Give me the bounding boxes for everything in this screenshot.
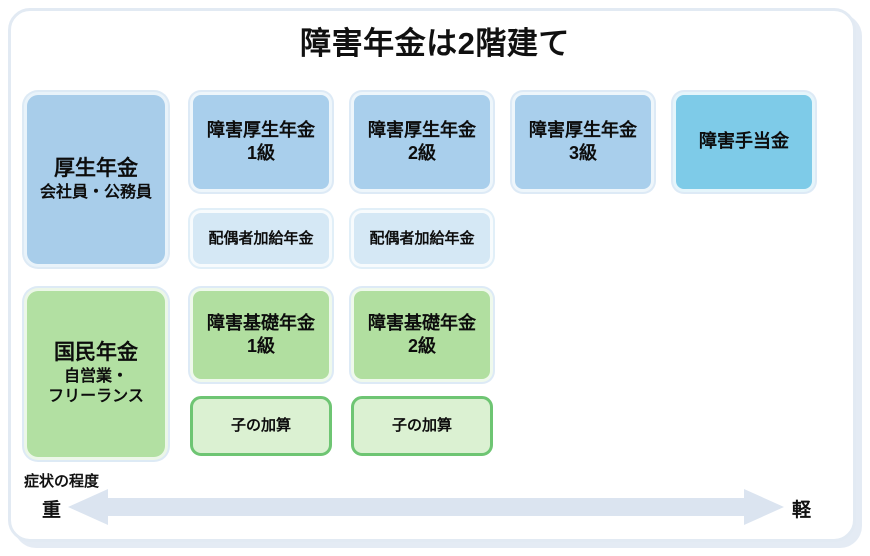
supplement-box-haiguusha-1: 配偶者加給年金 — [190, 210, 332, 267]
supplement-label: 配偶者加給年金 — [369, 229, 475, 247]
supplement-label: 子の加算 — [391, 417, 452, 435]
grade-level: 1級 — [246, 336, 275, 356]
grade-name: 障害厚生年金 — [529, 119, 637, 140]
supplement-label: 配偶者加給年金 — [208, 229, 314, 247]
category-subtitle-kokumin-2: フリーランス — [48, 388, 144, 406]
diagram-frame — [8, 8, 856, 542]
grade-box-shogai-teateikin: 障害手当金 — [673, 92, 815, 192]
grade-level: 2級 — [407, 336, 436, 356]
grade-level: 3級 — [568, 143, 597, 163]
grade-name: 障害手当金 — [699, 131, 789, 152]
category-subtitle-kokumin-1: 自営業・ — [63, 367, 128, 385]
severity-double-arrow-icon — [68, 489, 784, 525]
axis-label-mild: 軽 — [792, 500, 812, 521]
grade-box-shogai-kosei-2: 障害厚生年金 2級 — [351, 92, 493, 192]
supplement-box-ko-no-kasan-2: 子の加算 — [351, 396, 493, 456]
axis-caption: 症状の程度 — [24, 473, 100, 490]
category-box-kosei-nenkin: 厚生年金 会社員・公務員 — [24, 92, 168, 267]
grade-name: 障害厚生年金 — [207, 119, 315, 140]
page-title: 障害年金は2階建て — [300, 26, 570, 61]
category-title-kosei: 厚生年金 — [54, 156, 138, 180]
grade-box-shogai-kiso-1: 障害基礎年金 1級 — [190, 288, 332, 382]
category-title-kokumin: 国民年金 — [54, 341, 138, 365]
grade-level: 2級 — [407, 143, 436, 163]
category-box-kokumin-nenkin: 国民年金 自営業・ フリーランス — [24, 288, 168, 460]
grade-level: 1級 — [246, 143, 275, 163]
supplement-box-ko-no-kasan-1: 子の加算 — [190, 396, 332, 456]
axis-label-severe: 重 — [42, 500, 62, 521]
grade-box-shogai-kosei-3: 障害厚生年金 3級 — [512, 92, 654, 192]
category-subtitle-kosei: 会社員・公務員 — [39, 183, 152, 201]
grade-box-shogai-kosei-1: 障害厚生年金 1級 — [190, 92, 332, 192]
grade-name: 障害基礎年金 — [368, 312, 476, 333]
supplement-label: 子の加算 — [230, 417, 291, 435]
grade-box-shogai-kiso-2: 障害基礎年金 2級 — [351, 288, 493, 382]
grade-name: 障害厚生年金 — [368, 119, 476, 140]
grade-name: 障害基礎年金 — [207, 312, 315, 333]
supplement-box-haiguusha-2: 配偶者加給年金 — [351, 210, 493, 267]
